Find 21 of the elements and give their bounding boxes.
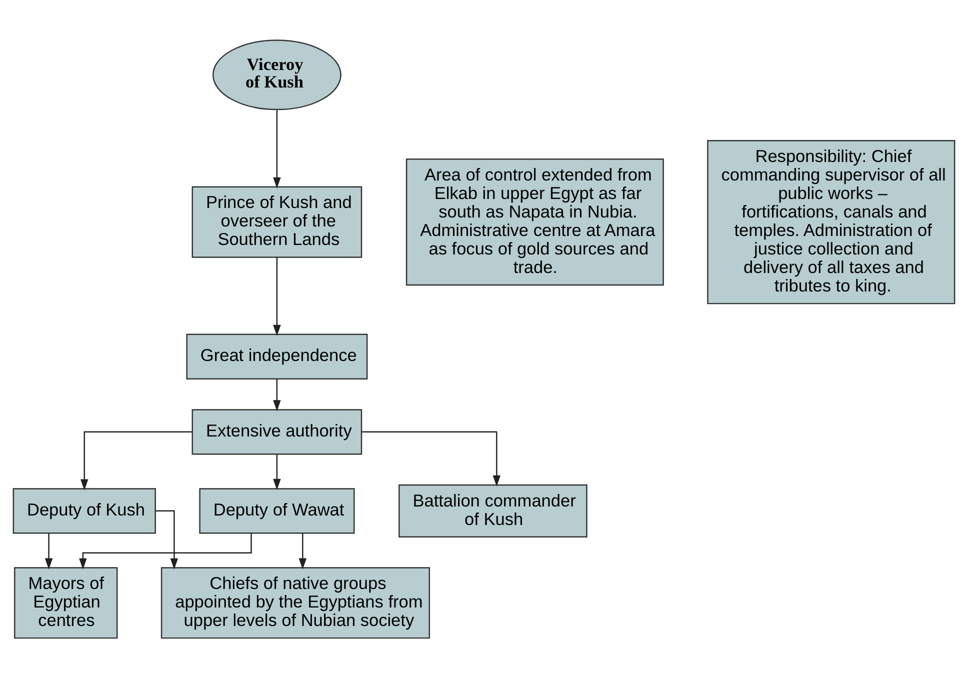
node-box: Prince of Kush and overseer of the Southern Lands — [192, 186, 362, 258]
node-box: Chiefs of native groups appointed by the Egyptians from upper levels of Nubian society — [160, 567, 430, 639]
node-ellipse: Viceroy of Kush — [212, 40, 342, 110]
arrow — [79, 533, 252, 570]
arrow — [273, 454, 281, 490]
node-box: Area of control extended from Elkab in upper Egypt as far south as Napata in Nubia. Administrative centre at Amara as focus of gold sources and trade. — [406, 158, 664, 286]
node-box: Responsibility: Chief commanding supervisor of all public works – fortifications, canals and temples. Administration of justice collection and delivery of all taxes and tributes to king. — [707, 140, 956, 304]
arrow — [156, 510, 178, 570]
node-box: Mayors of Egyptian centres — [14, 567, 118, 639]
arrow — [273, 110, 281, 188]
arrow — [273, 379, 281, 412]
arrow — [298, 533, 307, 570]
arrow — [362, 431, 501, 486]
arrow — [80, 431, 192, 490]
node-box: Great independence — [186, 334, 368, 380]
node-box: Extensive authority — [192, 409, 362, 455]
node-box: Deputy of Wawat — [199, 488, 355, 534]
node-box: Battalion commander of Kush — [398, 484, 588, 538]
arrow — [44, 533, 53, 570]
arrow — [273, 257, 281, 336]
node-box: Deputy of Kush — [12, 488, 156, 534]
